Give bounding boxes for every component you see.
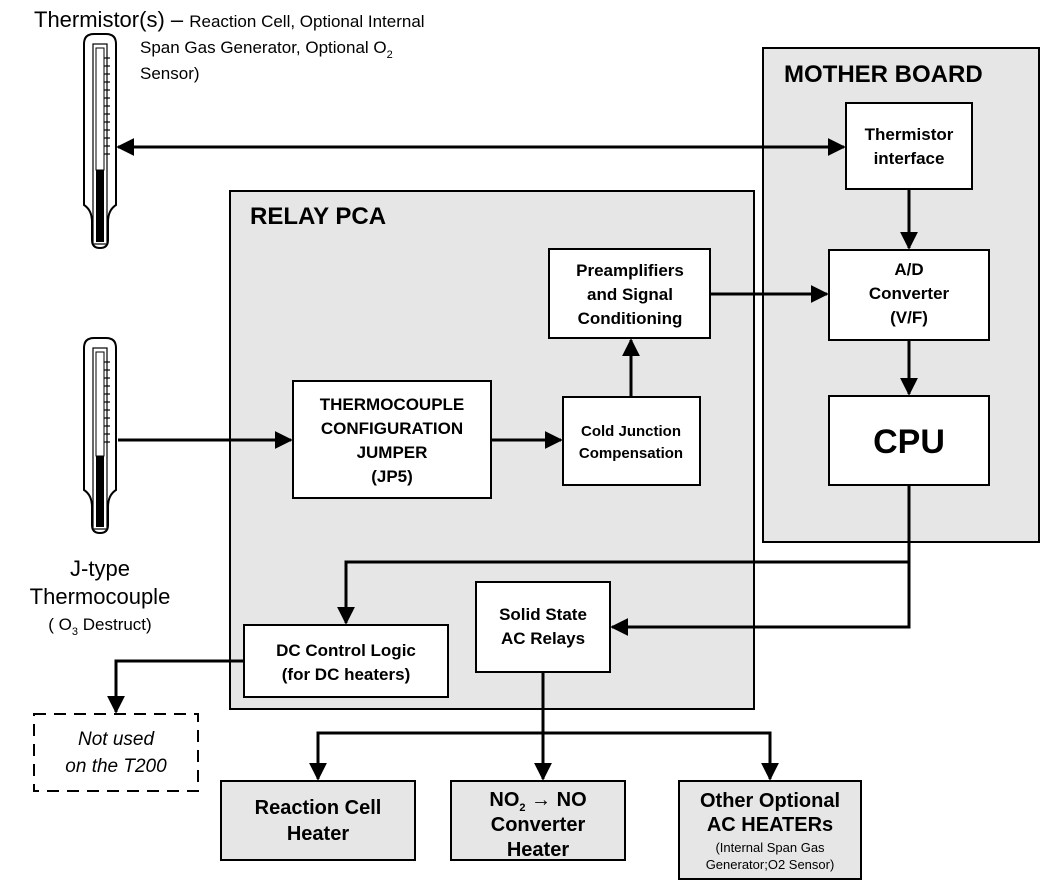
other-optional-heaters-box bbox=[678, 780, 862, 880]
svg-text:AC HEATERs: AC HEATERs bbox=[707, 814, 833, 836]
thermistor-icon bbox=[83, 33, 117, 250]
dc-control-logic-box bbox=[243, 624, 449, 698]
relays-to-other-heaters-arrow bbox=[543, 731, 779, 781]
svg-text:Heater: Heater bbox=[507, 839, 569, 861]
svg-text:(for DC heaters): (for DC heaters) bbox=[282, 665, 410, 684]
svg-text:Reaction Cell: Reaction Cell bbox=[255, 797, 382, 819]
svg-text:Compensation: Compensation bbox=[579, 445, 683, 462]
connectors bbox=[107, 138, 918, 781]
thermistor-label-main: Thermistor(s) bbox=[34, 7, 165, 32]
svg-text:Not used: Not used bbox=[78, 729, 155, 750]
svg-text:Heater: Heater bbox=[287, 823, 349, 845]
reaction-cell-heater-box bbox=[220, 780, 416, 861]
svg-text:(V/F): (V/F) bbox=[890, 308, 928, 327]
svg-text:Solid State: Solid State bbox=[499, 605, 587, 624]
svg-text:interface: interface bbox=[874, 149, 945, 168]
svg-text:A/D: A/D bbox=[894, 260, 923, 279]
relay-pca-title: RELAY PCA bbox=[250, 203, 386, 230]
svg-text:(JP5): (JP5) bbox=[371, 467, 413, 486]
thermocouple-label-line2: Thermocouple bbox=[30, 584, 171, 609]
cpu-box bbox=[828, 395, 990, 486]
svg-text:Conditioning: Conditioning bbox=[578, 309, 683, 328]
svg-text:Converter: Converter bbox=[869, 284, 950, 303]
thermocouple-label: J-type Thermocouple ( O3 Destruct) bbox=[30, 556, 171, 638]
thermistor-label-line2: Span Gas Generator, Optional O bbox=[140, 38, 387, 57]
preamplifiers-box bbox=[548, 248, 711, 339]
cpu-to-dc-logic-arrow bbox=[337, 486, 911, 625]
relays-to-reaction-cell-arrow bbox=[309, 731, 543, 781]
dc-logic-to-not-used-arrow bbox=[107, 659, 244, 714]
svg-text:(Internal Span Gas: (Internal Span Gas bbox=[715, 840, 825, 855]
svg-text:THERMOCOUPLE: THERMOCOUPLE bbox=[320, 395, 465, 414]
cpu-label: CPU bbox=[873, 423, 945, 461]
svg-text:Thermistor(s) – Reaction Cell,: Thermistor(s) – Reaction Cell, Optional … bbox=[34, 7, 425, 32]
svg-text:Preamplifiers: Preamplifiers bbox=[576, 261, 684, 280]
svg-text:CONFIGURATION: CONFIGURATION bbox=[321, 419, 463, 438]
svg-text:on the T200: on the T200 bbox=[65, 756, 167, 777]
svg-text:Generator;O2 Sensor): Generator;O2 Sensor) bbox=[706, 857, 835, 872]
svg-text:Span Gas Generator, Optional O: Span Gas Generator, Optional O2 bbox=[140, 38, 393, 61]
cold-junction-box bbox=[562, 396, 701, 486]
svg-text:AC Relays: AC Relays bbox=[501, 629, 585, 648]
mother-board-title: MOTHER BOARD bbox=[784, 61, 983, 88]
not-used-box bbox=[33, 713, 199, 792]
thermocouple-jumper-box bbox=[292, 380, 492, 499]
solid-state-relays-box bbox=[475, 581, 611, 673]
svg-text:JUMPER: JUMPER bbox=[357, 443, 428, 462]
svg-text:( O3 Destruct): ( O3 Destruct) bbox=[48, 615, 151, 638]
cpu-to-relays-arrow bbox=[610, 562, 911, 636]
svg-text:DC Control Logic: DC Control Logic bbox=[276, 641, 416, 660]
svg-text:and Signal: and Signal bbox=[587, 285, 673, 304]
svg-text:NO2 → NO: NO2 → NO bbox=[489, 789, 586, 814]
thermistor-interface-box bbox=[845, 102, 973, 190]
svg-text:Thermistor: Thermistor bbox=[865, 125, 954, 144]
svg-text:Cold Junction: Cold Junction bbox=[581, 423, 681, 440]
no2-converter-heater-box bbox=[450, 780, 626, 861]
thermocouple-label-line1: J-type bbox=[70, 556, 130, 581]
svg-text:Converter: Converter bbox=[491, 814, 586, 836]
thermistor-label-line1: Reaction Cell, Optional Internal bbox=[189, 12, 424, 31]
thermistor-label-line3: Sensor) bbox=[140, 64, 200, 83]
ad-converter-box bbox=[828, 249, 990, 341]
svg-text:Other Optional: Other Optional bbox=[700, 790, 840, 812]
thermocouple-icon bbox=[83, 337, 117, 535]
thermistor-label: Thermistor(s) – Reaction Cell, Optional … bbox=[34, 7, 425, 83]
